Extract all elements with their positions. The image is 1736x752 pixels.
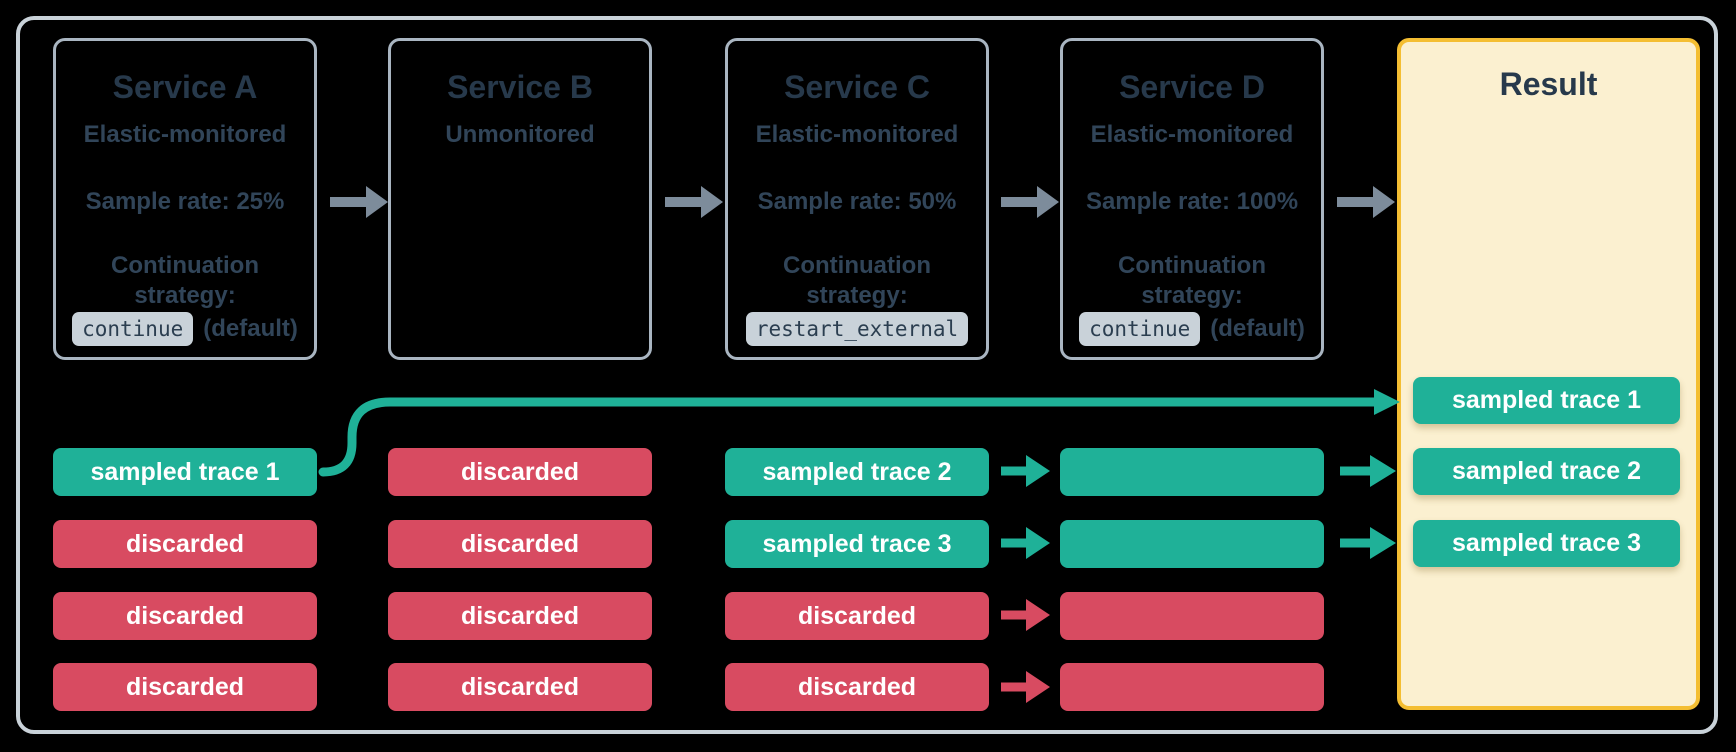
service-sample-rate: Sample rate: 50% [757, 188, 957, 215]
trace-pill-c1: sampled trace 2 [725, 448, 989, 496]
service-continuation-label: Continuation strategy: [1118, 252, 1266, 309]
trace-pill-a3: discarded [53, 592, 317, 640]
outer-frame [16, 16, 1718, 734]
service-box-c: Service C Elastic-monitored Sample rate:… [725, 38, 989, 360]
trace-pill-c2: sampled trace 3 [725, 520, 989, 568]
result-title: Result [1499, 66, 1598, 102]
service-sample-rate: Sample rate: 25% [85, 188, 285, 215]
strategy-chip: continue [72, 312, 194, 346]
service-continuation-label: Continuation strategy: [111, 252, 259, 309]
service-box-d: Service D Elastic-monitored Sample rate:… [1060, 38, 1324, 360]
result-box: Result sampled trace 1 sampled trace 2 s… [1397, 38, 1700, 710]
service-monitoring: Elastic-monitored [83, 121, 287, 148]
service-strategy-row: restart_external [728, 310, 986, 348]
trace-pill-b2: discarded [388, 520, 652, 568]
trace-pill-a4: discarded [53, 663, 317, 711]
service-monitoring: Elastic-monitored [1090, 121, 1294, 148]
result-pill: sampled trace 2 [1413, 448, 1680, 495]
trace-pill-a1: sampled trace 1 [53, 448, 317, 496]
service-title: Service A [112, 69, 258, 105]
result-pill: sampled trace 1 [1413, 377, 1680, 424]
strategy-chip: continue [1079, 312, 1201, 346]
service-strategy-row: continue (default) [1063, 310, 1321, 348]
trace-pill-d3 [1060, 592, 1324, 640]
trace-pill-a2: discarded [53, 520, 317, 568]
service-monitoring: Unmonitored [445, 121, 595, 148]
service-continuation-label: Continuation strategy: [783, 252, 931, 309]
trace-pill-b1: discarded [388, 448, 652, 496]
strategy-suffix: (default) [1210, 315, 1305, 342]
trace-pill-b4: discarded [388, 663, 652, 711]
trace-pill-c4: discarded [725, 663, 989, 711]
service-title: Service C [784, 69, 930, 105]
service-box-b: Service B Unmonitored [388, 38, 652, 360]
trace-pill-d2 [1060, 520, 1324, 568]
service-monitoring: Elastic-monitored [755, 121, 959, 148]
result-pill: sampled trace 3 [1413, 520, 1680, 567]
trace-pill-d4 [1060, 663, 1324, 711]
trace-pill-c3: discarded [725, 592, 989, 640]
strategy-chip: restart_external [745, 312, 969, 346]
service-title: Service D [1119, 69, 1265, 105]
service-strategy-row: continue (default) [56, 310, 314, 348]
strategy-suffix: (default) [203, 315, 298, 342]
service-title: Service B [447, 69, 593, 105]
trace-pill-d1 [1060, 448, 1324, 496]
service-box-a: Service A Elastic-monitored Sample rate:… [53, 38, 317, 360]
service-sample-rate: Sample rate: 100% [1085, 188, 1299, 215]
trace-pill-b3: discarded [388, 592, 652, 640]
